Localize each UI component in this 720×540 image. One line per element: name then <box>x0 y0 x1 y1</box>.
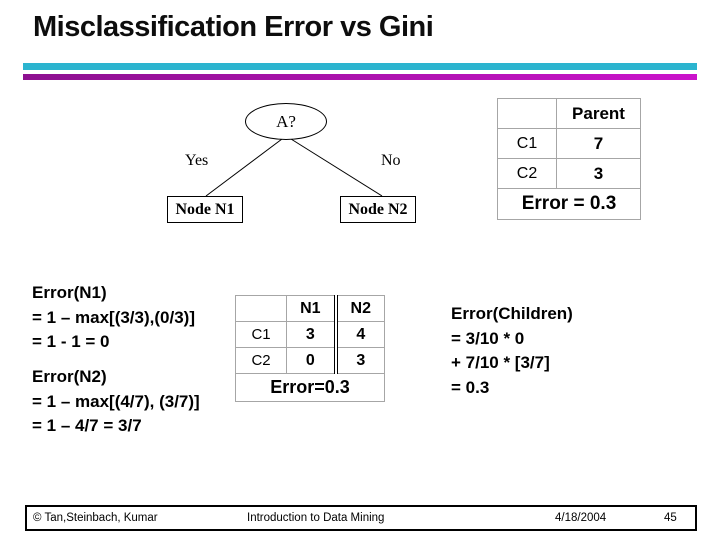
parent-table-header: Parent <box>556 98 641 129</box>
tree-node-n2-label: Node N2 <box>348 200 408 218</box>
split-table-header-n2: N2 <box>333 295 385 322</box>
table-row: Error=0.3 <box>235 373 385 402</box>
parent-table: Parent C1 7 C2 3 Error = 0.3 <box>497 98 641 220</box>
tree-node-n1-label: Node N1 <box>175 200 235 218</box>
calc-line: + 7/10 * [3/7] <box>451 353 550 372</box>
footer-copyright: © Tan,Steinbach, Kumar <box>33 512 158 524</box>
calc-line: = 0.3 <box>451 377 490 397</box>
count-cell: 3 <box>333 347 385 374</box>
parent-table-corner-cell <box>497 98 557 129</box>
slide-footer: © Tan,Steinbach, Kumar Introduction to D… <box>25 505 697 531</box>
table-row: C2 0 3 <box>234 347 385 374</box>
split-table: N1 N2 C1 3 4 C2 0 3 Error=0.3 <box>234 295 385 402</box>
title-rule-cyan <box>23 63 697 70</box>
calc-error-n2: Error(N2) = 1 – max[(4/7), (3/7)] = 1 – … <box>32 365 200 439</box>
count-cell: 0 <box>286 347 337 374</box>
branch-label-yes: Yes <box>185 152 209 169</box>
count-cell: 3 <box>286 321 337 348</box>
calc-error-children: Error(Children) = 3/10 * 0 + 7/10 * [3/7… <box>451 302 573 400</box>
count-cell: 3 <box>556 158 641 189</box>
count-cell: 7 <box>556 128 641 159</box>
parent-error-cell: Error = 0.3 <box>497 188 641 220</box>
table-row: C1 3 4 <box>234 321 385 348</box>
count-cell: 4 <box>333 321 385 348</box>
calc-line: = 3/10 * 0 <box>451 328 525 348</box>
calc-error-n1: Error(N1) = 1 – max[(3/3),(0/3)] = 1 - 1… <box>32 281 195 355</box>
tree-node-n1: Node N1 <box>167 196 243 223</box>
tree-branch-lines <box>205 138 383 197</box>
tree-node-n2: Node N2 <box>340 196 416 223</box>
table-row: Error = 0.3 <box>497 188 641 220</box>
table-row: N1 N2 <box>234 295 385 322</box>
branch-label-no: No <box>381 152 401 169</box>
footer-course-title: Introduction to Data Mining <box>247 512 385 524</box>
title-rule-magenta <box>23 74 697 80</box>
footer-page-number: 45 <box>664 512 677 524</box>
calc-line: Error(N2) <box>32 367 107 386</box>
class-label-cell: C2 <box>234 347 288 374</box>
class-label-cell: C2 <box>497 158 557 189</box>
calc-line: Error(N1) <box>32 283 107 302</box>
table-row: C2 3 <box>497 158 641 189</box>
slide-title: Misclassification Error vs Gini <box>33 11 434 43</box>
table-row: C1 7 <box>497 128 641 159</box>
split-table-corner-cell <box>234 295 288 322</box>
calc-line: = 1 - 1 = 0 <box>32 332 110 351</box>
split-table-header-n1: N1 <box>286 295 337 322</box>
tree-root-node: A? <box>245 103 327 140</box>
calc-line: = 1 – max[(3/3),(0/3)] <box>32 307 195 327</box>
calc-line: Error(Children) <box>451 304 573 323</box>
class-label-cell: C1 <box>234 321 288 348</box>
class-label-cell: C1 <box>497 128 557 159</box>
footer-date: 4/18/2004 <box>555 512 607 524</box>
table-row: Parent <box>497 98 641 129</box>
calc-line: = 1 – max[(4/7), (3/7)] <box>32 391 200 411</box>
calc-line: = 1 – 4/7 = 3/7 <box>32 416 142 435</box>
tree-root-label: A? <box>276 111 296 131</box>
split-error-cell: Error=0.3 <box>235 373 385 402</box>
